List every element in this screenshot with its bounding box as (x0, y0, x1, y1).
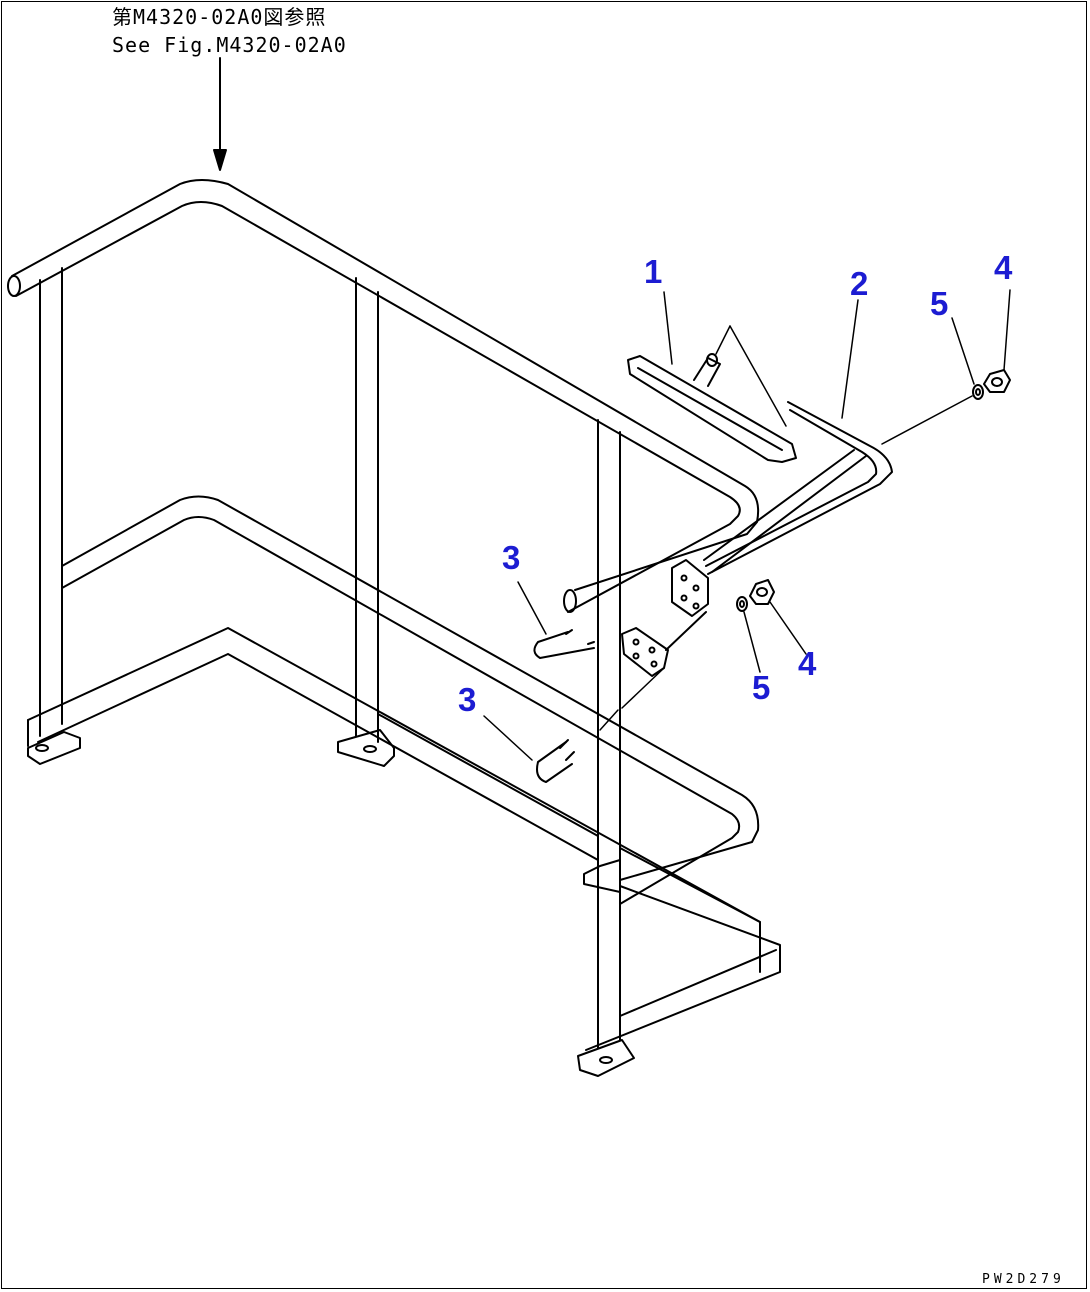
callout-3-lower: 3 (458, 681, 477, 718)
washer-lower (736, 596, 748, 612)
right-post (597, 419, 621, 1049)
callout-1: 1 (644, 253, 663, 290)
drawing-code: PW2D279 (982, 1272, 1065, 1287)
left-post (39, 267, 63, 737)
mounting-pad-middle (337, 729, 395, 767)
mounting-pad-right-front (577, 1039, 635, 1077)
reference-note-jp: 第M4320-02A0図参照 (112, 5, 327, 29)
work-lamp (627, 353, 797, 463)
reference-arrow (213, 57, 227, 171)
washer-upper (972, 384, 984, 400)
bracket-plate-lower (621, 611, 707, 677)
bracket-plate-upper (671, 559, 709, 617)
nut-upper (983, 369, 1011, 393)
assembly-lines (599, 325, 973, 731)
middle-rail-tube (61, 495, 760, 905)
mounting-pad-left (27, 731, 81, 765)
callout-4-upper: 4 (994, 249, 1013, 286)
nut-lower (749, 579, 775, 605)
callout-4-lower: 4 (798, 645, 817, 682)
callout-2: 2 (850, 265, 869, 302)
floor-angle-frame (27, 627, 781, 1051)
callout-5-lower: 5 (752, 669, 771, 706)
reference-note-en: See Fig.M4320-02A0 (112, 33, 347, 57)
callout-5-upper: 5 (930, 285, 949, 322)
top-handrail-tube (7, 179, 760, 613)
u-bolt-lower (536, 739, 575, 783)
leader-lines (483, 289, 1011, 761)
middle-post (355, 277, 379, 743)
lamp-bracket (703, 401, 893, 575)
u-bolt-upper (533, 629, 595, 659)
mounting-pad-right-rear (583, 859, 621, 893)
callout-3-upper: 3 (502, 539, 521, 576)
